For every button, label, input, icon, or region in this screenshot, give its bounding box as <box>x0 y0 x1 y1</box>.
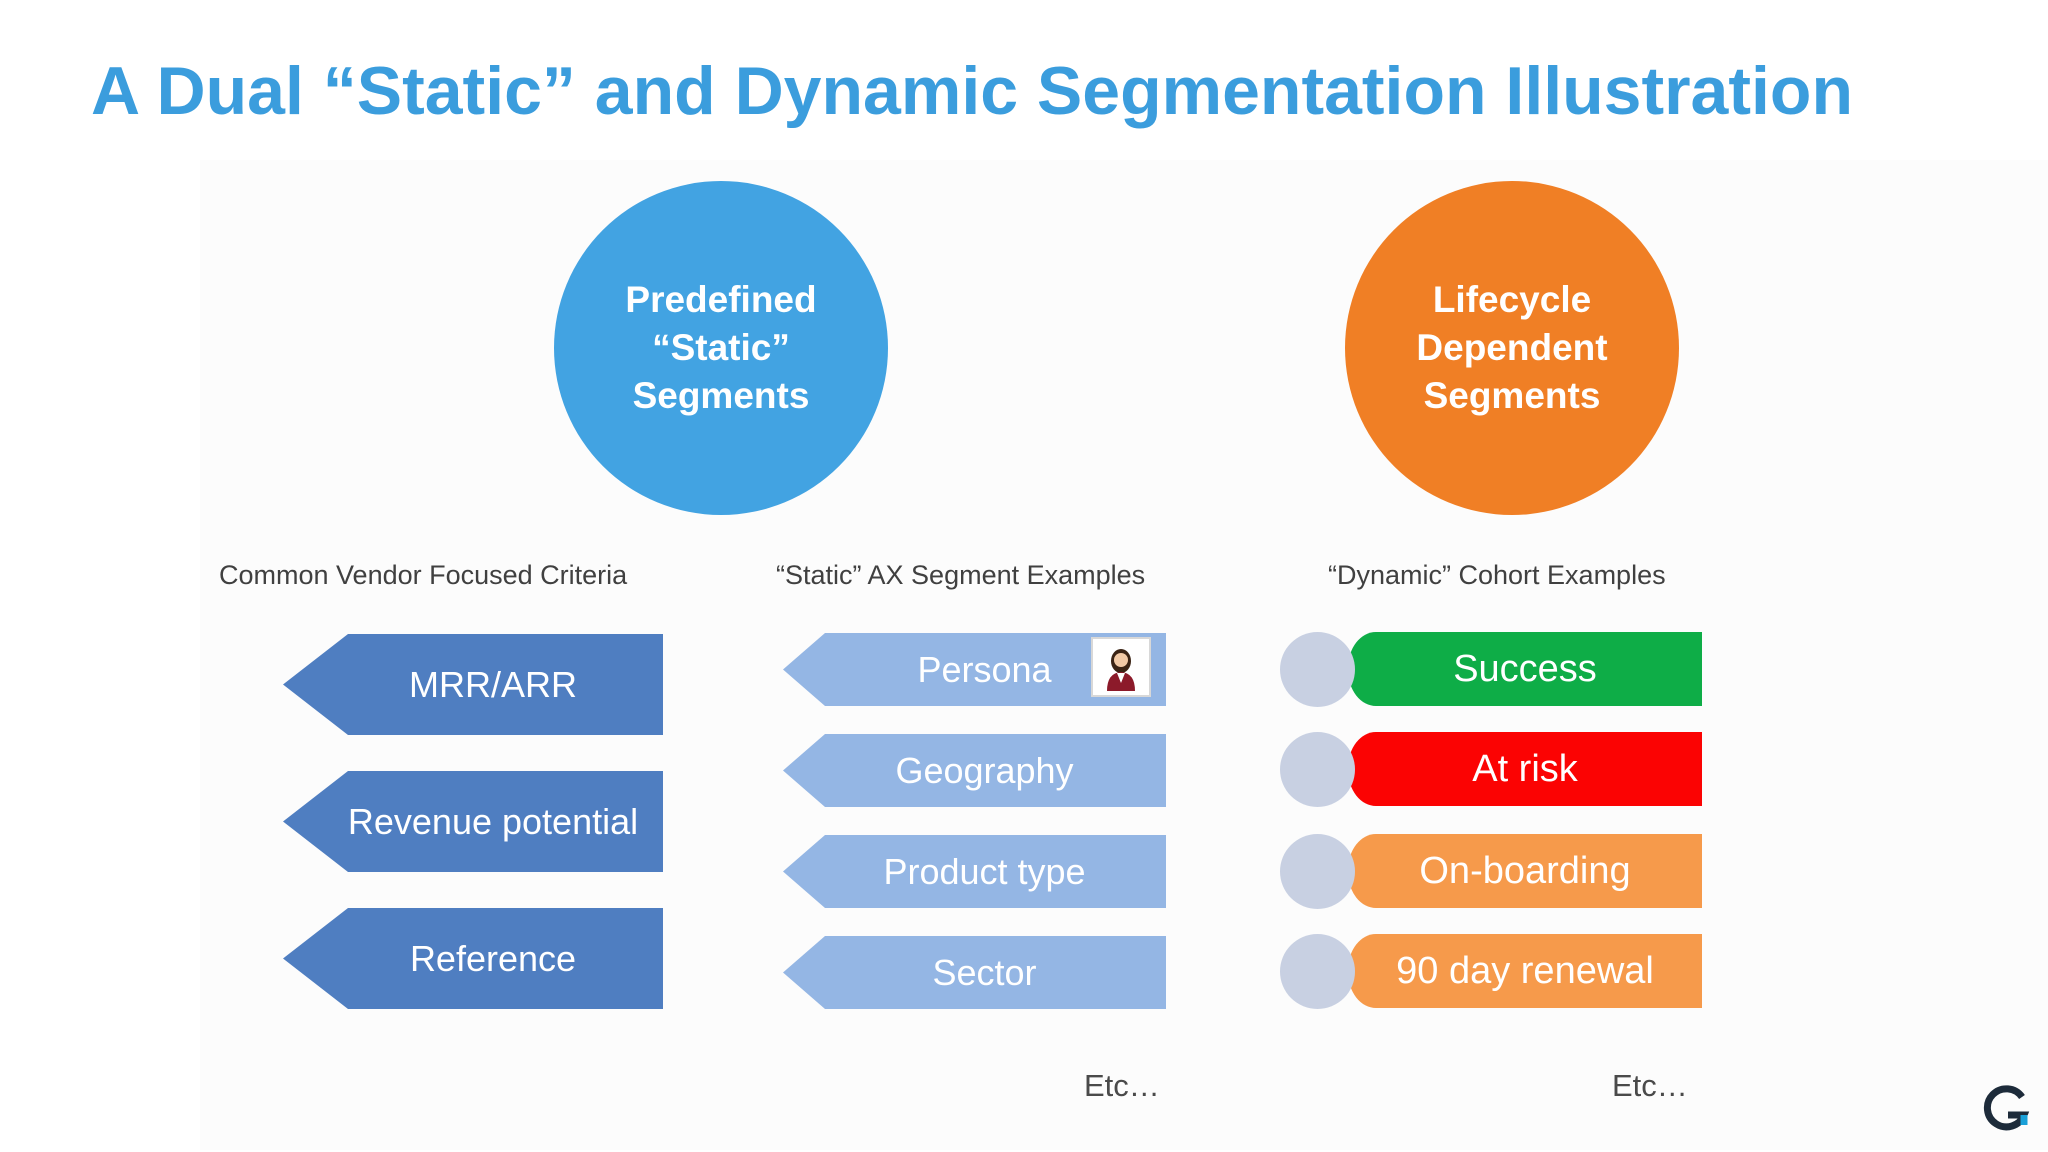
static-example-item: Geography <box>783 734 1166 807</box>
static-example-label: Geography <box>895 749 1074 791</box>
cohort-marker <box>1280 732 1355 807</box>
static-examples-etc: Etc… <box>1084 1068 1160 1103</box>
criteria-item: Revenue potential <box>283 771 663 872</box>
cohort-marker <box>1280 632 1355 707</box>
criteria-item: Reference <box>283 908 663 1009</box>
cohort-label: On-boarding <box>1419 849 1631 892</box>
cohort-label: Success <box>1453 647 1597 690</box>
circle-line: “Static” <box>652 327 790 368</box>
cohort-90-day-renewal: 90 day renewal <box>1348 934 1702 1008</box>
circle-line: Dependent <box>1416 327 1608 368</box>
circle-line: Lifecycle <box>1432 279 1592 320</box>
dynamic-segments-circle: Lifecycle Dependent Segments <box>1345 181 1679 515</box>
cohort-marker <box>1280 834 1355 909</box>
cohort-label: 90 day renewal <box>1396 949 1654 992</box>
criteria-label: MRR/ARR <box>409 663 577 705</box>
person-icon <box>1091 637 1151 697</box>
criteria-label: Reference <box>409 937 577 979</box>
static-example-item: Sector <box>783 936 1166 1009</box>
page-title: A Dual “Static” and Dynamic Segmentation… <box>91 53 1853 129</box>
dynamic-examples-heading: “Dynamic” Cohort Examples <box>1328 560 1666 590</box>
static-examples-heading: “Static” AX Segment Examples <box>776 560 1146 590</box>
circle-line: Segments <box>632 375 810 416</box>
static-example-label: Persona <box>917 648 1052 690</box>
cohort-success: Success <box>1348 632 1702 706</box>
dynamic-examples-etc: Etc… <box>1612 1068 1688 1103</box>
static-example-item: Product type <box>783 835 1166 908</box>
criteria-label: Revenue potential <box>347 800 639 842</box>
static-example-label: Sector <box>932 951 1037 993</box>
cohort-at-risk: At risk <box>1348 732 1702 806</box>
criteria-item: MRR/ARR <box>283 634 663 735</box>
g-logo-icon <box>1982 1085 2030 1133</box>
static-example-label: Product type <box>883 850 1086 892</box>
circle-line: Segments <box>1423 375 1601 416</box>
cohort-label: At risk <box>1472 747 1578 790</box>
circle-line: Predefined <box>625 279 817 320</box>
cohort-onboarding: On-boarding <box>1348 834 1702 908</box>
cohort-marker <box>1280 934 1355 1009</box>
static-segments-circle: Predefined “Static” Segments <box>554 181 888 515</box>
criteria-heading: Common Vendor Focused Criteria <box>219 560 628 590</box>
